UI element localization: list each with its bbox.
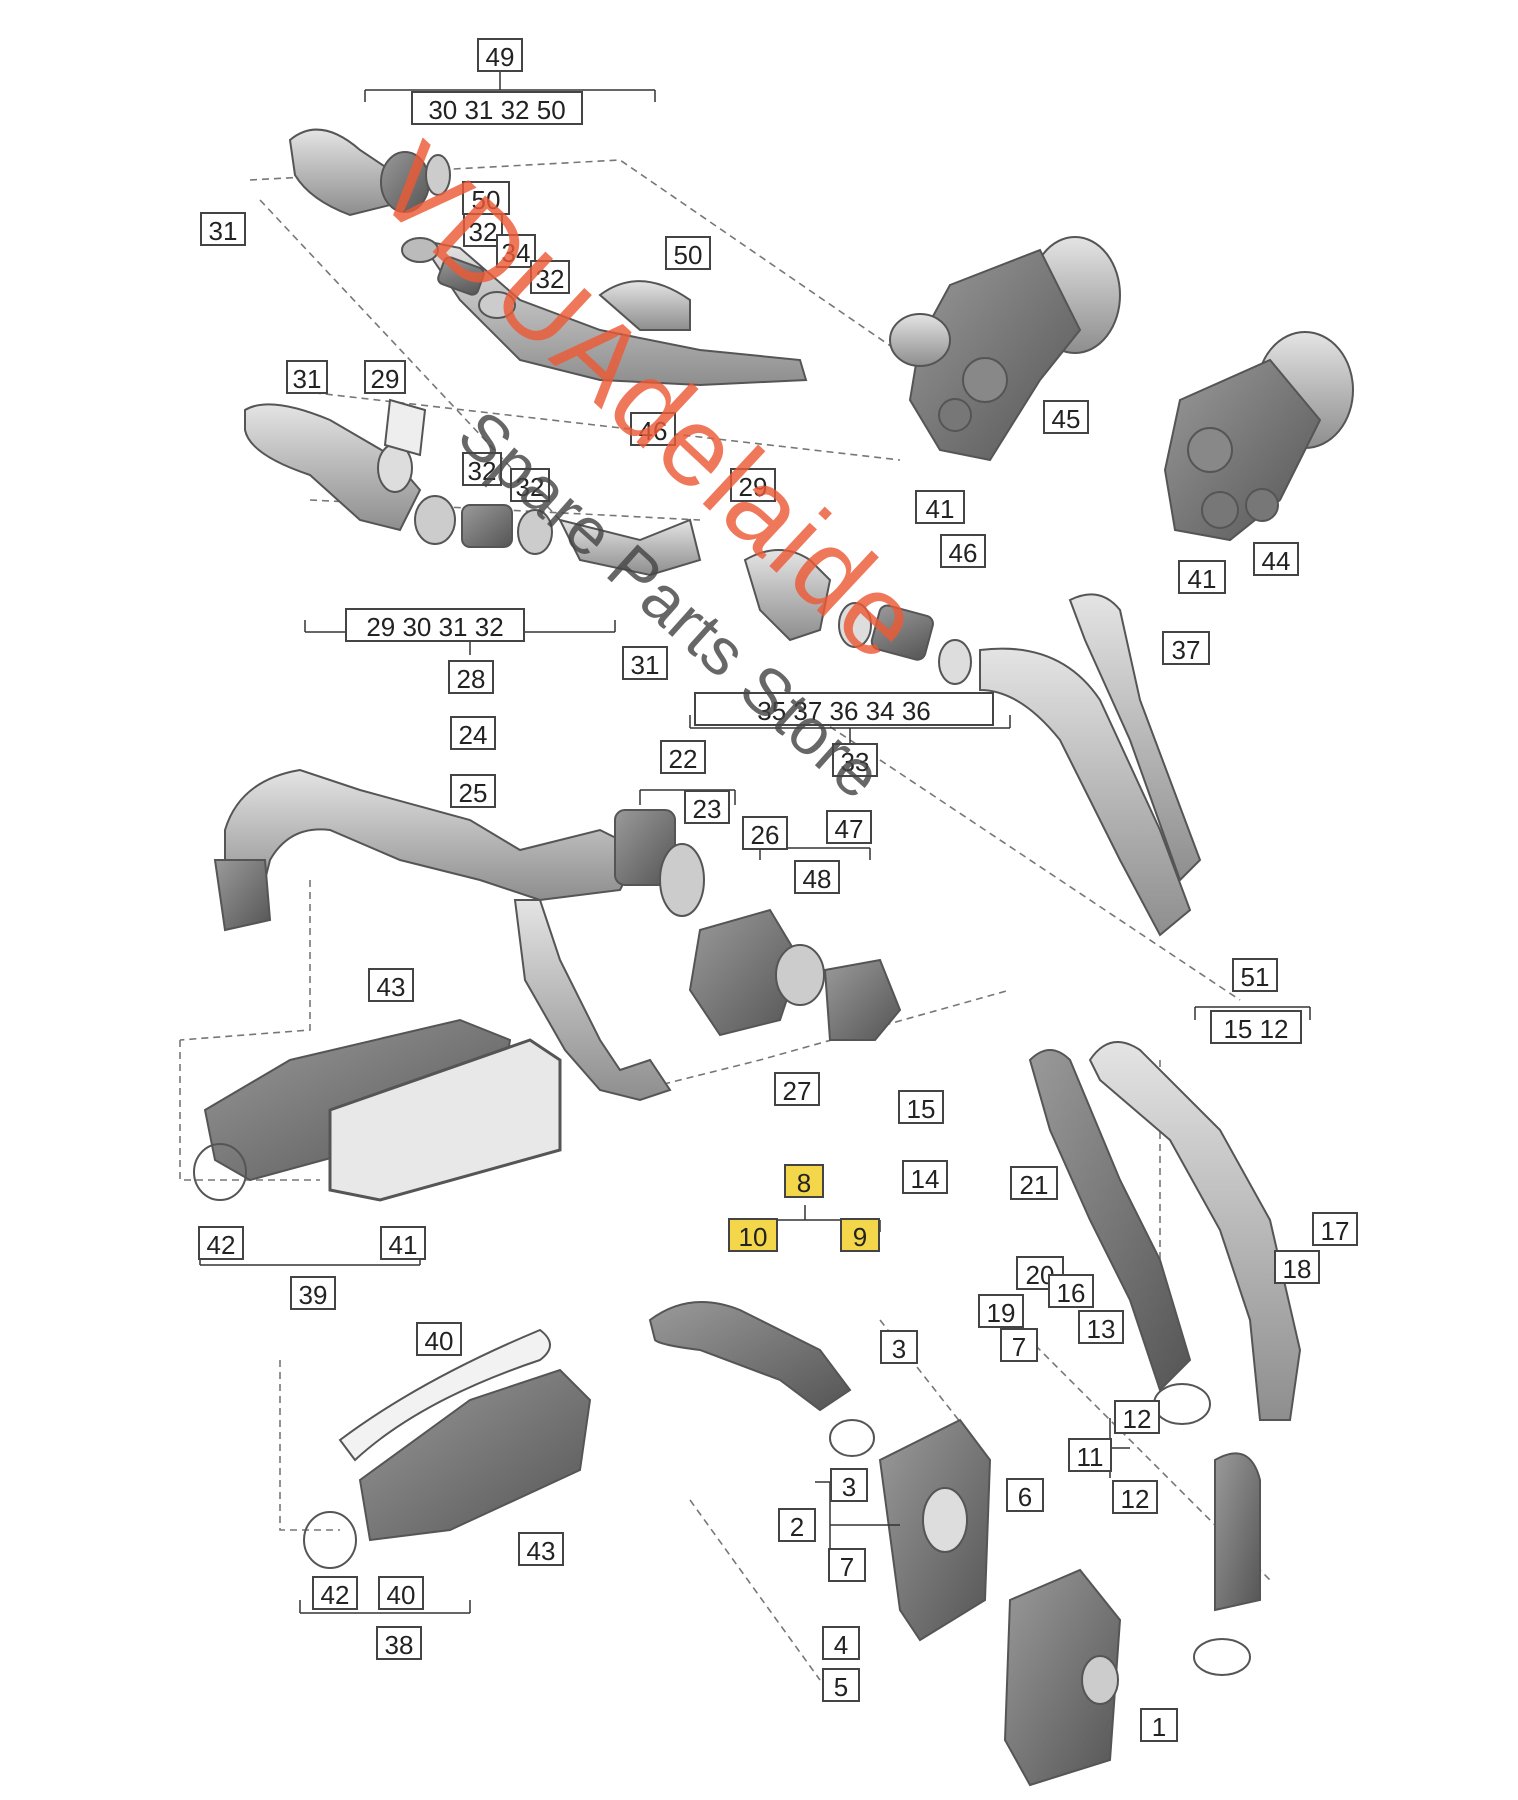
label-6: 6 bbox=[1006, 1478, 1044, 1512]
part-intake-hose-13 bbox=[1028, 1041, 1302, 1676]
label-group-28: 28 bbox=[448, 660, 494, 694]
label-group-33: 33 bbox=[832, 743, 878, 777]
part-intercooler-38 bbox=[303, 1328, 592, 1569]
label-46: 46 bbox=[940, 534, 986, 568]
label-4: 4 bbox=[822, 1626, 860, 1660]
label-group-28-children: 29 30 31 32 bbox=[345, 608, 525, 642]
label-21: 21 bbox=[1010, 1166, 1058, 1200]
label-group-51-children: 15 12 bbox=[1210, 1010, 1302, 1044]
part-exhaust-pipe-49 bbox=[288, 128, 808, 387]
label-7: 7 bbox=[1000, 1328, 1038, 1362]
label-30: 31 bbox=[286, 360, 328, 394]
label-7: 7 bbox=[828, 1548, 866, 1582]
part-charge-air-cooler-1 bbox=[1003, 1568, 1122, 1787]
label-group-22: 22 bbox=[660, 740, 706, 774]
label-43: 43 bbox=[518, 1532, 564, 1566]
label-group-8: 8 bbox=[784, 1164, 824, 1198]
label-17: 17 bbox=[1312, 1212, 1358, 1246]
part-exhaust-pipe-28 bbox=[244, 398, 702, 577]
part-turbocharger-45 bbox=[889, 236, 1121, 462]
label-group-2: 2 bbox=[778, 1508, 816, 1542]
label-10: 10 bbox=[728, 1218, 778, 1252]
label-45: 45 bbox=[1043, 400, 1089, 434]
label-3: 3 bbox=[880, 1330, 918, 1364]
label-35: 37 bbox=[1162, 631, 1210, 665]
label-29: 29 bbox=[730, 468, 776, 502]
label-15: 15 bbox=[898, 1090, 944, 1124]
label-41: 41 bbox=[380, 1226, 426, 1260]
label-group-49: 49 bbox=[477, 38, 523, 72]
label-50: 50 bbox=[665, 236, 711, 270]
label-1: 1 bbox=[1140, 1708, 1178, 1742]
label-12: 12 bbox=[1114, 1400, 1160, 1434]
label-group-49-children: 30 31 32 50 bbox=[411, 91, 583, 125]
label-30: 31 bbox=[622, 646, 668, 680]
label-48: 48 bbox=[794, 860, 840, 894]
label-19: 19 bbox=[978, 1294, 1024, 1328]
label-13: 13 bbox=[1078, 1310, 1124, 1344]
label-group-11: 11 bbox=[1068, 1438, 1112, 1472]
label-46: 46 bbox=[630, 412, 676, 446]
part-hose-10 bbox=[648, 1301, 875, 1457]
label-31: 32 bbox=[530, 260, 570, 294]
label-3: 3 bbox=[830, 1468, 868, 1502]
label-37: 41 bbox=[915, 490, 965, 524]
label-43: 43 bbox=[368, 968, 414, 1002]
part-turbocharger-44 bbox=[1163, 331, 1354, 542]
label-14: 14 bbox=[902, 1160, 948, 1194]
label-group-51: 51 bbox=[1232, 958, 1278, 992]
label-group-39: 39 bbox=[290, 1276, 336, 1310]
label-18: 18 bbox=[1274, 1250, 1320, 1284]
label-37: 41 bbox=[1178, 560, 1226, 594]
label-42: 42 bbox=[312, 1576, 358, 1610]
label-9: 9 bbox=[840, 1218, 880, 1252]
label-23: 23 bbox=[684, 790, 730, 824]
label-25: 25 bbox=[450, 774, 496, 808]
label-16: 16 bbox=[1048, 1274, 1094, 1308]
label-29: 29 bbox=[364, 360, 406, 394]
label-31: 32 bbox=[462, 452, 502, 486]
label-5: 5 bbox=[822, 1668, 860, 1702]
label-20: 20 bbox=[1016, 1256, 1064, 1290]
label-44: 44 bbox=[1253, 542, 1299, 576]
label-50: 50 bbox=[462, 181, 510, 215]
label-24: 24 bbox=[450, 716, 496, 750]
part-intercooler-39 bbox=[193, 1018, 562, 1202]
part-throttle-body-26 bbox=[614, 809, 902, 1041]
label-32: 34 bbox=[496, 234, 536, 268]
label-40: 40 bbox=[378, 1576, 424, 1610]
label-27: 27 bbox=[774, 1072, 820, 1106]
label-30: 31 bbox=[200, 212, 246, 246]
part-bracket-2 bbox=[878, 1418, 992, 1642]
part-exhaust-pipe-33 bbox=[743, 549, 1202, 937]
label-40: 40 bbox=[416, 1322, 462, 1356]
label-group-47: 47 bbox=[826, 810, 872, 844]
label-group-38: 38 bbox=[376, 1626, 422, 1660]
label-group-33-children: 35 37 36 34 36 bbox=[694, 692, 994, 726]
label-12: 12 bbox=[1112, 1480, 1158, 1514]
label-42: 42 bbox=[198, 1226, 244, 1260]
label-31: 32 bbox=[510, 468, 550, 502]
label-26: 26 bbox=[742, 816, 788, 850]
